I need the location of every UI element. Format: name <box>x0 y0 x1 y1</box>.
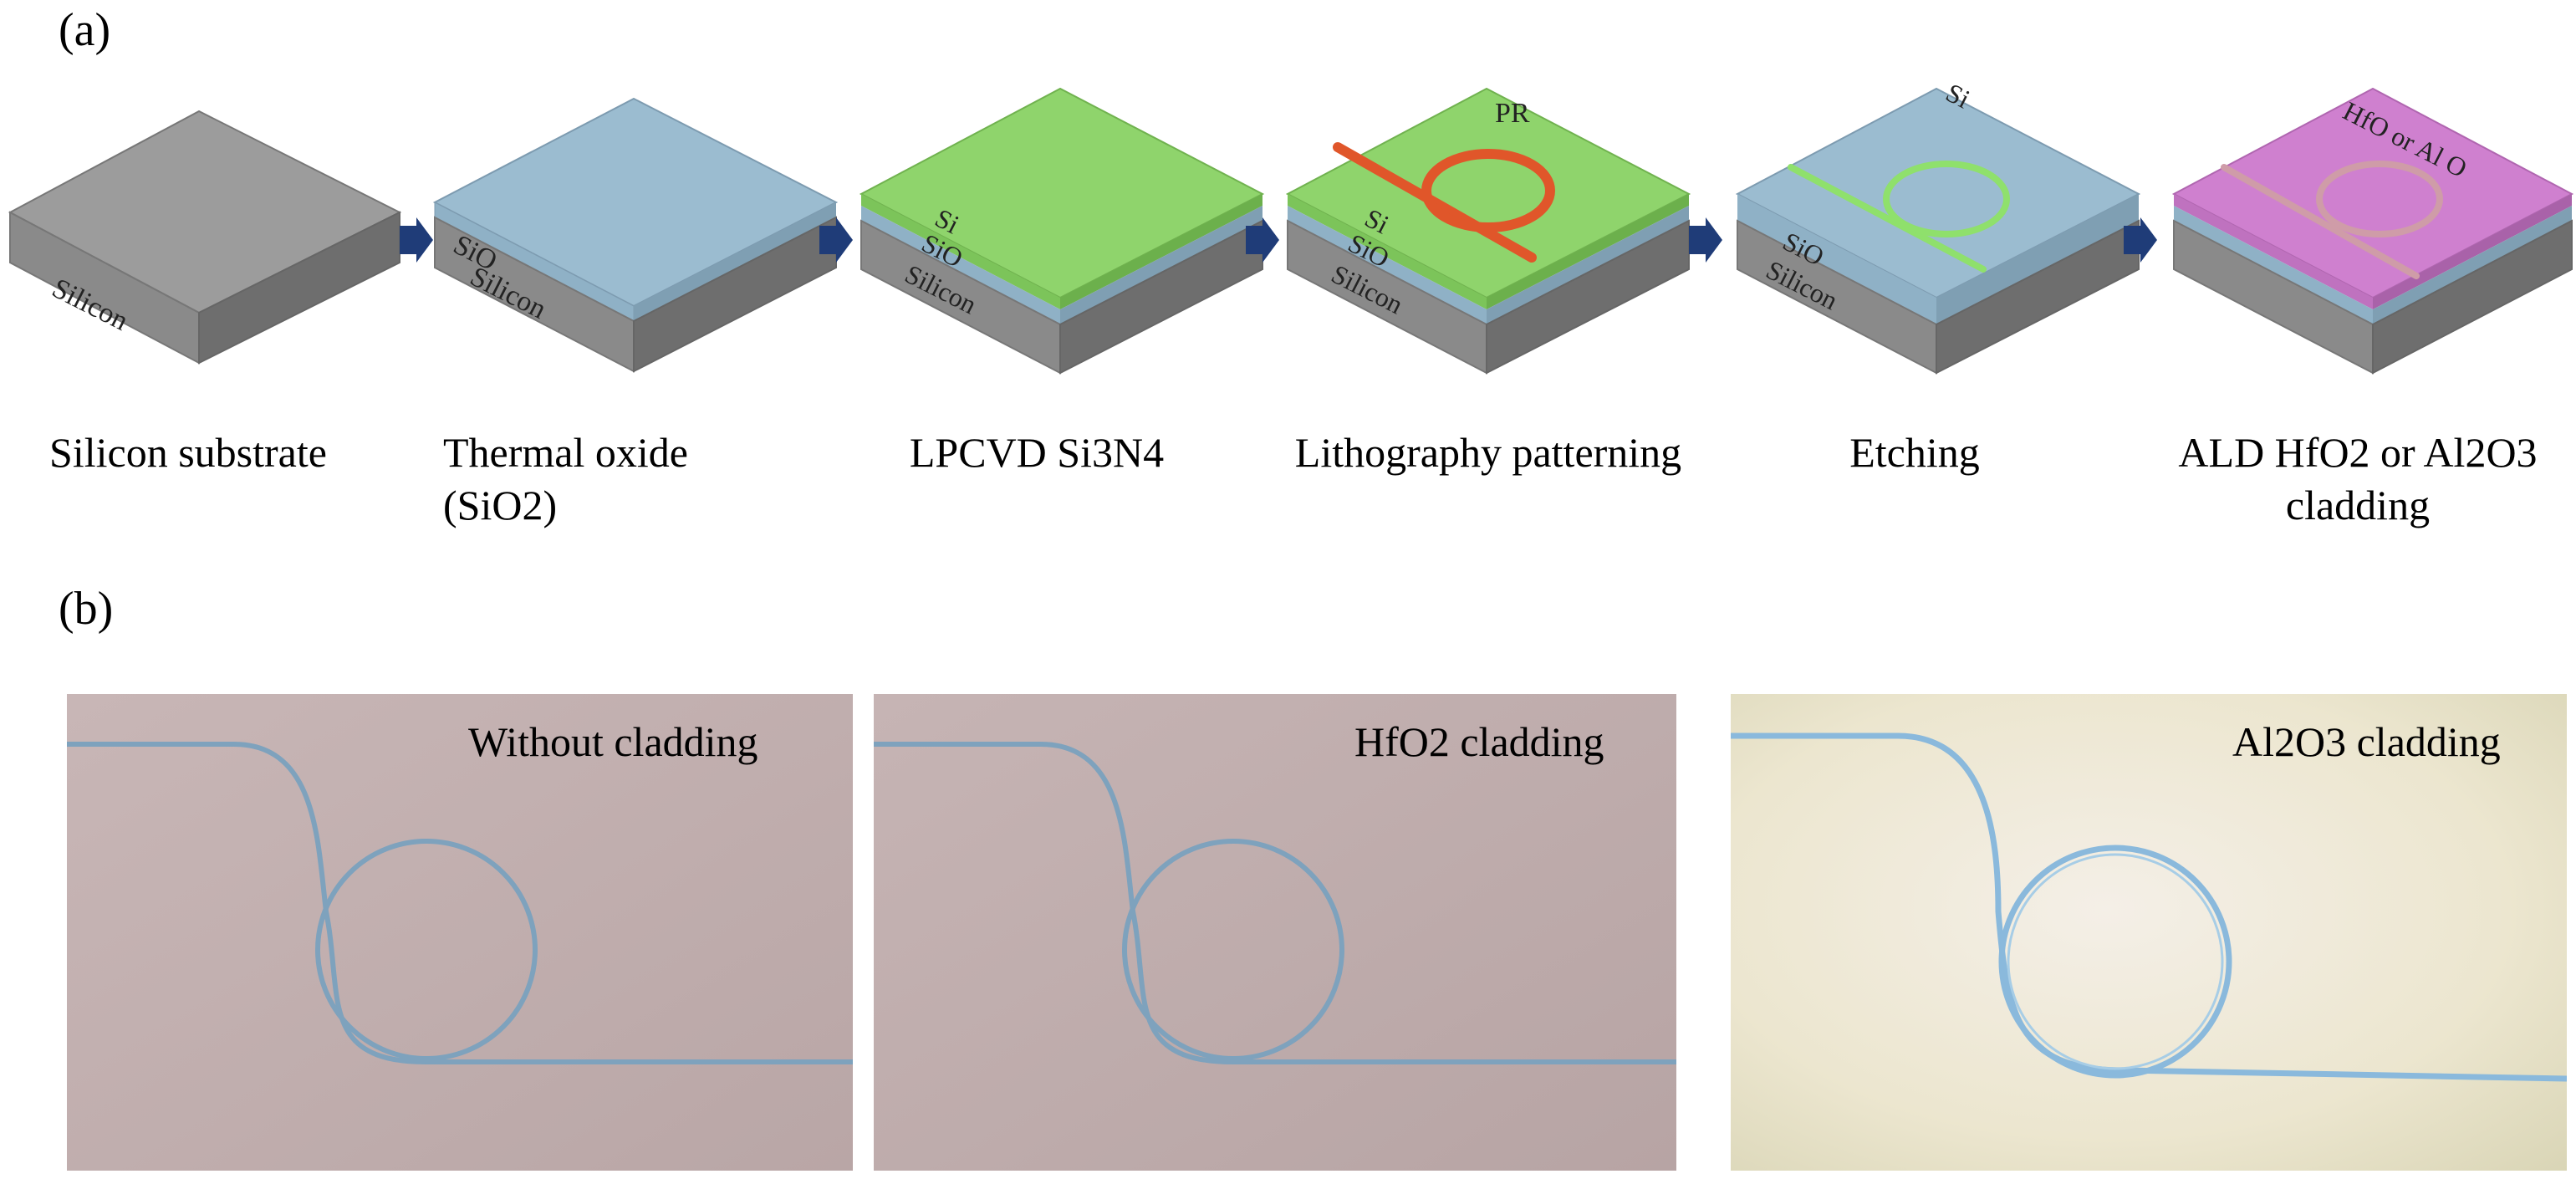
micrograph-without-cladding <box>67 694 853 1171</box>
caption-etching: Etching <box>1849 429 1980 476</box>
step-etching: Si SiO Silicon <box>1735 77 2141 375</box>
si3n4-bus-waveguide <box>1788 164 1987 273</box>
step-lpcvd: Si SiO Silicon <box>859 87 1265 375</box>
arrow-icon <box>2124 217 2157 263</box>
caption-lithography: Lithography patterning <box>1294 429 1682 476</box>
arrow-icon <box>400 217 433 263</box>
micrograph-row <box>67 694 2567 1171</box>
process-flow-diagram: Silicon SiO Silicon Si SiO Silicon <box>8 77 2574 375</box>
caption-silicon-substrate: Silicon substrate <box>49 429 327 476</box>
micrograph-al2o3-cladding <box>1731 694 2567 1171</box>
title-hfo2-cladding: HfO2 cladding <box>1354 718 1604 765</box>
step-silicon-substrate: Silicon <box>8 110 402 365</box>
step-ald-cladding: HfO or Al O <box>2171 87 2574 375</box>
arrow-icon <box>819 217 853 263</box>
arrow-icon <box>1689 217 1722 263</box>
panel-a-label: (a) <box>59 4 111 56</box>
caption-lpcvd: LPCVD Si3N4 <box>909 429 1165 476</box>
step-lithography: PR Si SiO Silicon <box>1285 87 1691 375</box>
arrow-icon <box>1246 217 1279 263</box>
caption-ald-cladding: ALD HfO2 or Al2O3 cladding <box>2178 429 2538 528</box>
panel-b-label: (b) <box>59 583 114 635</box>
step-thermal-oxide: SiO Silicon <box>432 97 839 373</box>
pr-ring <box>1421 149 1555 232</box>
svg-text:PR: PR <box>1495 98 1530 129</box>
title-without-cladding: Without cladding <box>468 718 758 765</box>
si3n4-ring <box>1883 161 2010 237</box>
micrograph-hfo2-cladding <box>874 694 1676 1171</box>
caption-thermal-oxide: Thermal oxide (SiO2) <box>443 429 688 528</box>
title-al2o3-cladding: Al2O3 cladding <box>2232 718 2501 765</box>
